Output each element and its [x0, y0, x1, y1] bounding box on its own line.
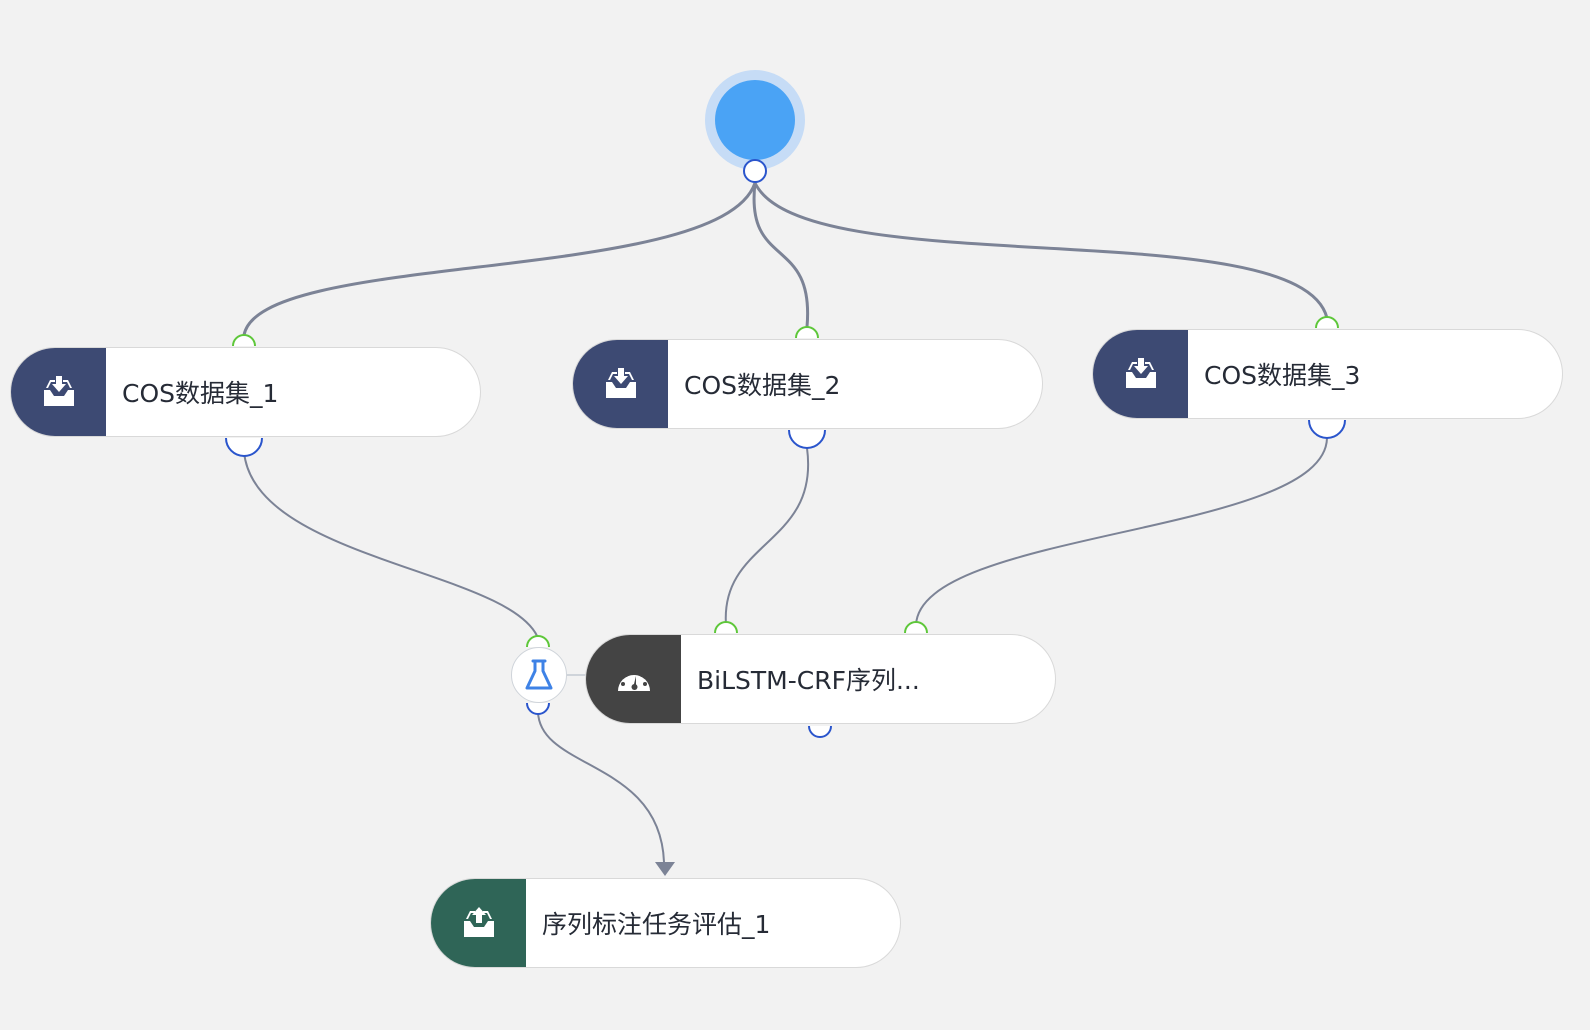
edge-start-dataset-3[interactable]	[753, 182, 1329, 319]
inbox-download-icon	[43, 376, 74, 406]
edge-start-dataset-2[interactable]	[752, 182, 810, 328]
node-dataset-2[interactable]: COS数据集_2	[572, 339, 1043, 429]
inbox-download-icon	[605, 368, 636, 398]
node-evaluation[interactable]: 序列标注任务评估_1	[430, 878, 901, 968]
edge-dataset-3-model[interactable]	[915, 437, 1328, 626]
node-label: BiLSTM-CRF序列...	[697, 666, 920, 695]
start-circle-icon	[705, 70, 805, 170]
node-icon-box	[431, 879, 526, 967]
start-node[interactable]	[705, 70, 805, 170]
edge-split-evaluation[interactable]	[537, 711, 665, 863]
start-output-port[interactable]	[742, 158, 768, 184]
node-icon-box	[586, 635, 681, 723]
inbox-upload-icon	[463, 907, 494, 937]
edge-arrowhead	[655, 862, 675, 876]
dashboard-gauge-icon	[617, 669, 650, 691]
node-label: 序列标注任务评估_1	[542, 910, 771, 939]
node-icon-box	[1093, 330, 1188, 418]
edge-dataset-1-split[interactable]	[243, 451, 539, 639]
edge-dataset-2-model[interactable]	[724, 447, 810, 626]
node-model-bilstm-crf[interactable]: BiLSTM-CRF序列...	[585, 634, 1056, 724]
node-label: COS数据集_1	[122, 379, 279, 408]
node-dataset-1[interactable]: COS数据集_1	[10, 347, 481, 437]
node-icon-box	[573, 340, 668, 428]
inbox-download-icon	[1125, 358, 1156, 388]
node-icon-box	[11, 348, 106, 436]
node-dataset-3[interactable]: COS数据集_3	[1092, 329, 1563, 419]
edge-start-dataset-1[interactable]	[242, 182, 757, 336]
node-label: COS数据集_2	[684, 371, 841, 400]
flask-icon	[525, 659, 553, 690]
node-label: COS数据集_3	[1204, 361, 1361, 390]
node-data-split[interactable]	[511, 647, 567, 703]
